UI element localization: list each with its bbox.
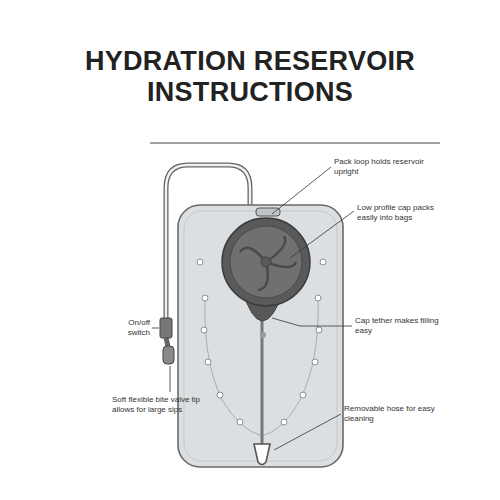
hose-connector — [254, 444, 270, 465]
title-rule — [150, 143, 440, 144]
leader-lines — [152, 167, 354, 450]
callout-label: Removable hose for easy cleaning — [344, 404, 436, 424]
inner-hose — [261, 300, 264, 444]
title: HYDRATION RESERVOIR INSTRUCTIONS — [80, 46, 420, 108]
callout-label: Soft flexible bite valve tip allows for … — [112, 395, 208, 415]
tether-hole — [260, 332, 266, 338]
cap — [222, 218, 310, 306]
on-off-switch — [160, 318, 172, 338]
callout-label: On/off switch — [104, 318, 150, 338]
bag-seam — [184, 211, 337, 461]
callout-label: Pack loop holds reservoir upright — [334, 157, 426, 177]
pack-loop — [256, 208, 280, 216]
bite-valve — [163, 346, 174, 364]
callout-label: Cap tether makes filling easy — [355, 316, 443, 336]
callout-label: Low profile cap packs easily into bags — [357, 203, 443, 223]
reservoir-bag — [178, 205, 343, 467]
